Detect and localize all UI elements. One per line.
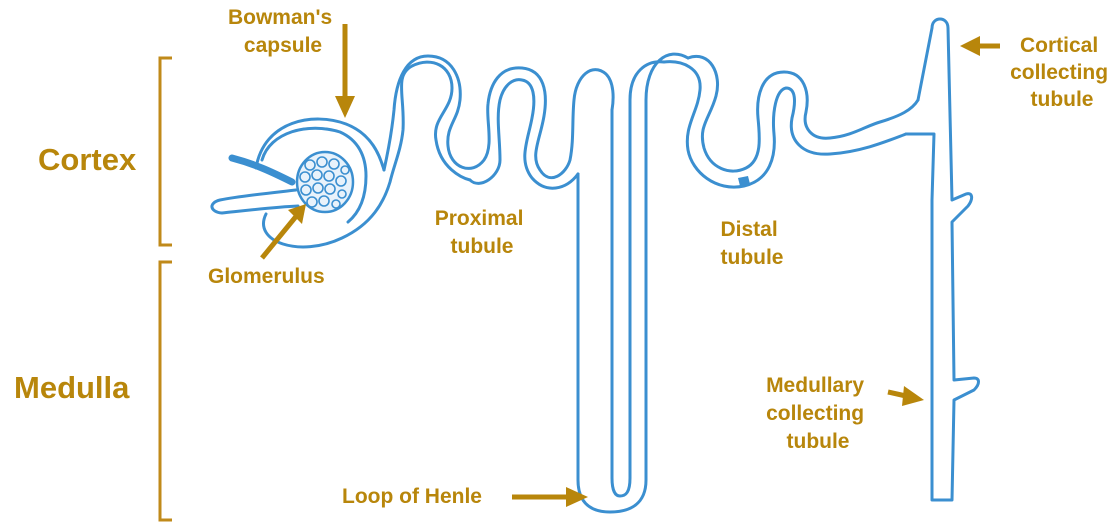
proximal-tubule-label: Proximal tubule — [435, 207, 530, 258]
efferent-arteriole — [212, 190, 298, 213]
cortex-label: Cortex — [38, 142, 137, 177]
afferent-arteriole — [232, 158, 292, 182]
cortex-bracket — [160, 58, 172, 245]
loop-of-henle-outer — [578, 54, 688, 512]
bowmans-capsule-label: Bowman's capsule — [228, 6, 338, 57]
glomerulus-label: Glomerulus — [208, 265, 325, 288]
distal-tubule-label: Distal tubule — [720, 218, 783, 269]
loop-of-henle-label: Loop of Henle — [342, 485, 482, 508]
cortical-collecting-tubule-label: Cortical collecting tubule — [1010, 34, 1114, 111]
medulla-label: Medulla — [14, 370, 130, 405]
glomerulus-tuft — [297, 152, 353, 212]
loop-of-henle-arrow — [512, 487, 588, 507]
glomerulus-arrow — [262, 204, 306, 258]
loop-of-henle-inner — [612, 62, 664, 496]
distal-tubule-convolutions — [688, 56, 918, 171]
medullary-collecting-tubule-label: Medullary collecting tubule — [766, 374, 870, 453]
bowmans-capsule-arrow — [335, 24, 355, 118]
collecting-duct — [906, 19, 979, 500]
medulla-bracket — [160, 262, 172, 520]
cortical-collecting-tubule-arrow — [960, 36, 1000, 56]
medullary-collecting-tubule-arrow — [888, 386, 924, 406]
